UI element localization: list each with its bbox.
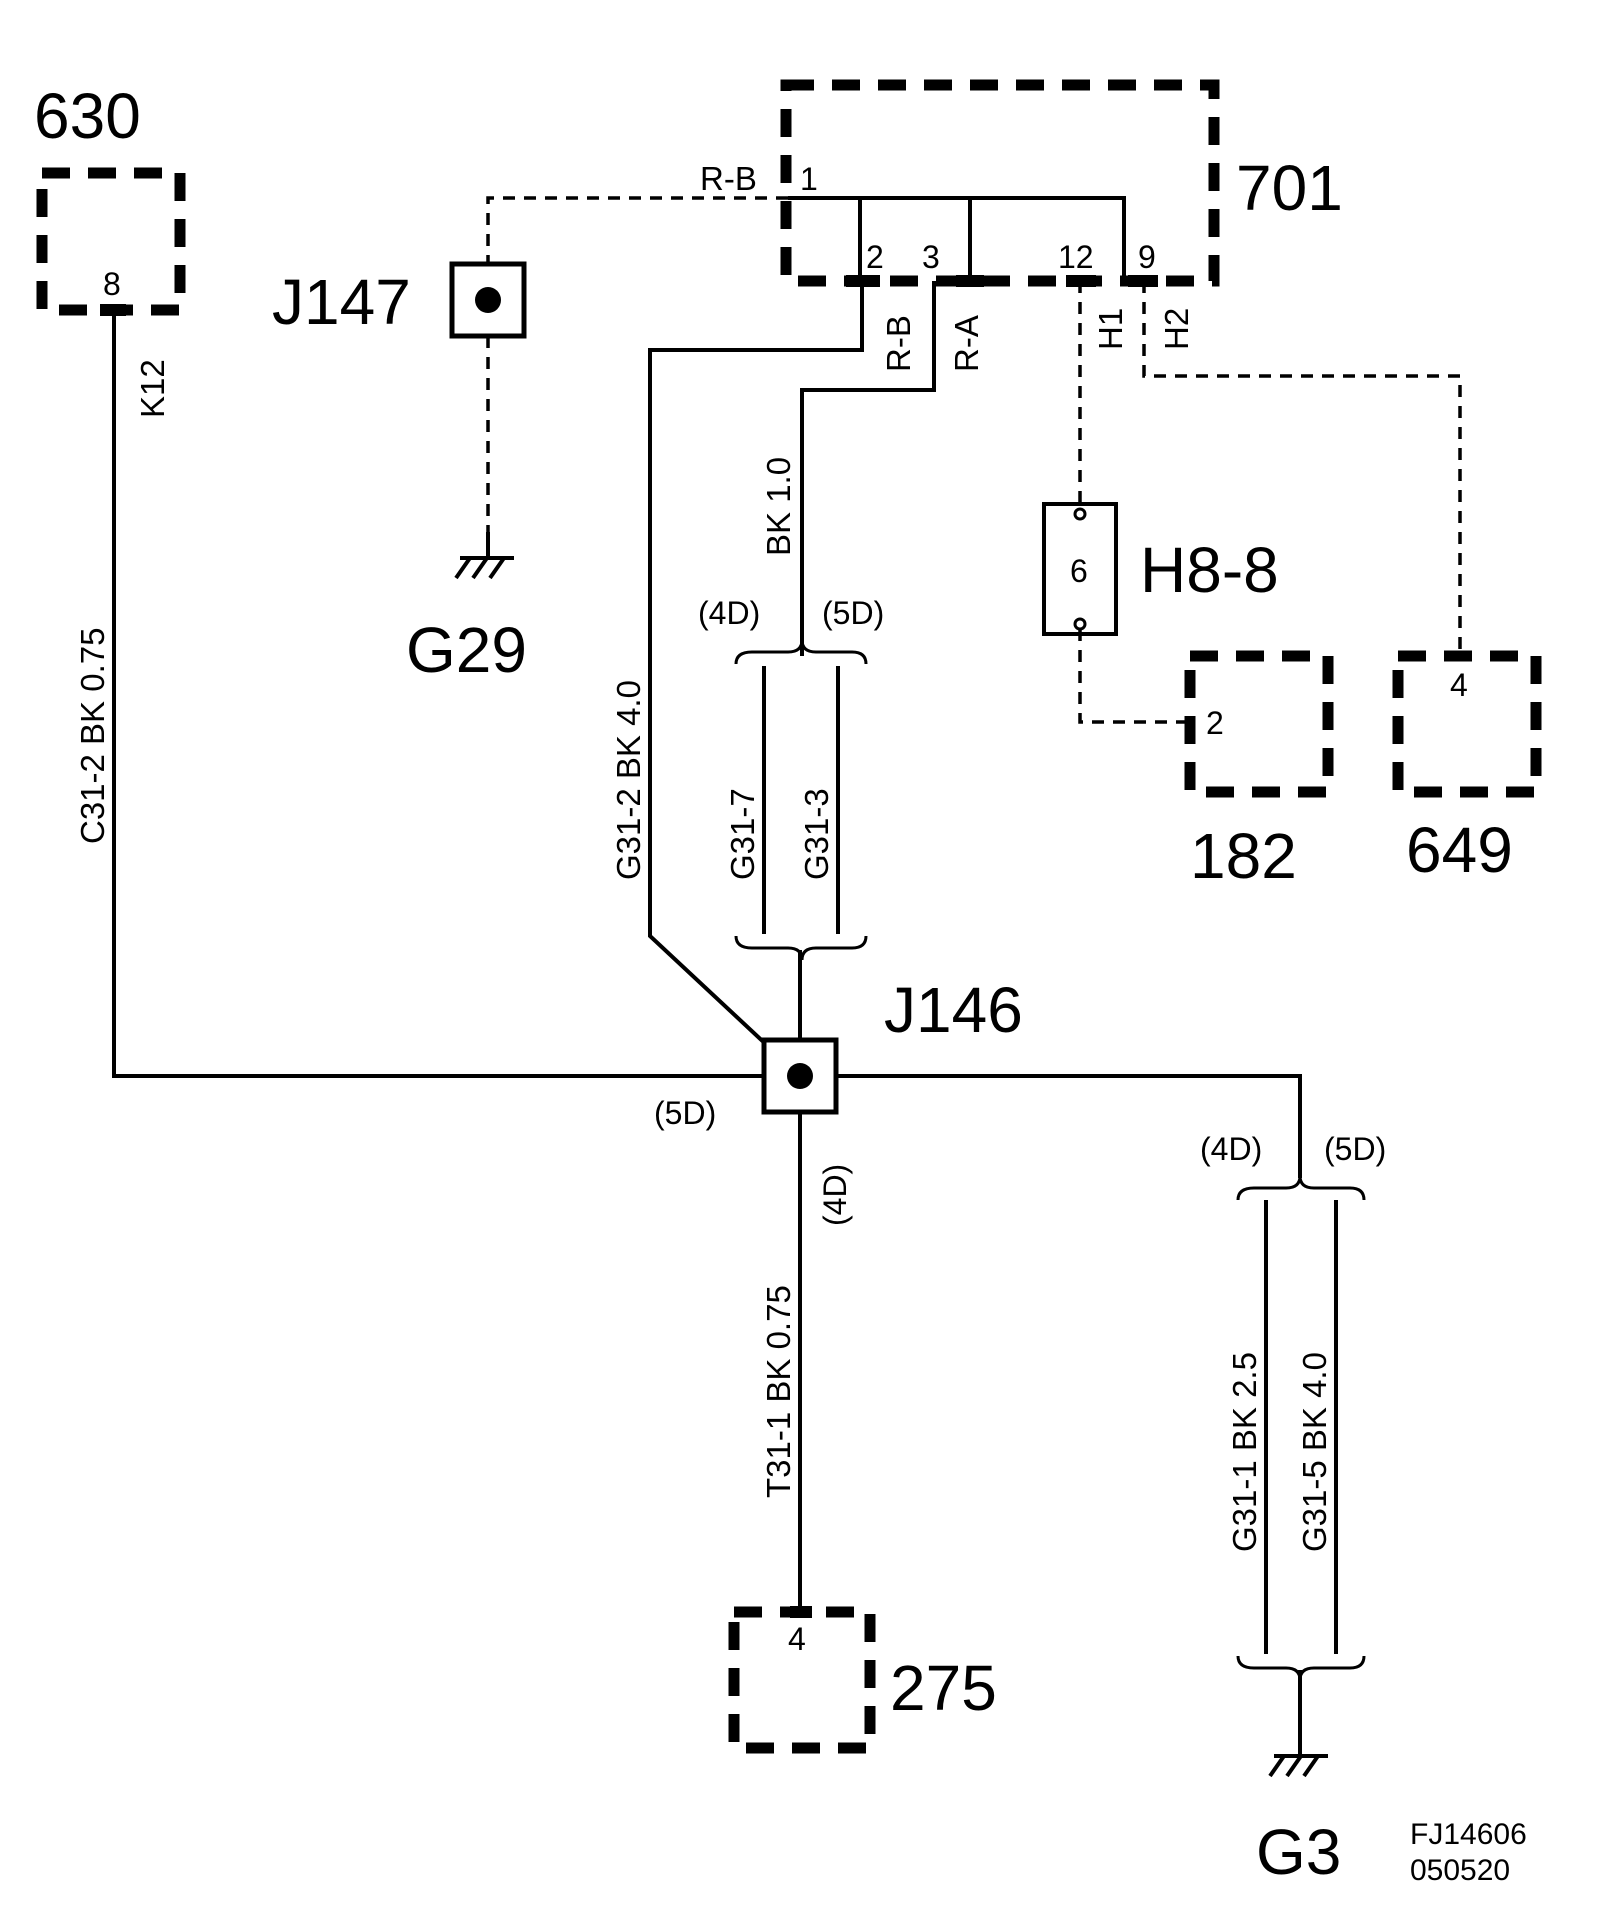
splice-j147-label: J147 [272,266,411,338]
variant-j146-5d: (5D) [654,1095,716,1131]
variant-lower-4d: (4D) [1200,1131,1262,1167]
upper-brace-top [734,639,868,665]
component-701-pin-3: 3 [922,239,940,275]
wire-label-c31-2: C31-2 BK 0.75 [74,628,111,844]
wire-label-r-b-top: R-B [700,160,757,197]
wire-label-k12: K12 [134,359,171,418]
component-701-label: 701 [1236,152,1343,224]
ground-g29-label: G29 [406,614,527,686]
component-701-pin-2: 2 [866,239,884,275]
splice-j146: J146 [761,974,1023,1115]
component-701: 701 1 2 3 12 9 [780,79,1343,287]
lower-brace-top [1236,1175,1366,1201]
wire-label-g31-1: G31-1 BK 2.5 [1226,1352,1263,1552]
upper-brace-bottom [734,935,868,961]
wire-label-h1: H1 [1092,308,1129,350]
wire-label-g31-3: G31-3 [798,788,835,880]
variant-notes: (4D) (5D) (5D) (4D) (4D) (5D) [654,595,1386,1226]
figure-code-line1: FJ14606 [1410,1818,1527,1851]
wire-labels: K12 C31-2 BK 0.75 R-B R-B R-A H1 H2 BK 1… [74,160,1333,1552]
wires [112,196,1462,1756]
splice-j147: J147 [272,261,527,339]
component-275: 4 275 [728,1606,997,1754]
wire-label-g31-5: G31-5 BK 4.0 [1296,1352,1333,1552]
figure-code-line2: 050520 [1410,1854,1510,1887]
wire-label-r-b-pin2: R-B [880,315,917,372]
component-649-pin: 4 [1450,667,1468,703]
wire-label-g31-2: G31-2 BK 4.0 [610,680,647,880]
wire-label-t31-1: T31-1 BK 0.75 [760,1285,797,1498]
variant-upper-4d: (4D) [698,595,760,631]
component-275-label: 275 [890,1652,997,1724]
variant-upper-5d: (5D) [822,595,884,631]
figure-code: FJ14606 050520 [1410,1818,1527,1887]
component-630-pin: 8 [103,266,121,302]
splice-j146-label: J146 [884,974,1023,1046]
connector-h8-8-label: H8-8 [1140,534,1279,606]
component-701-pin-1: 1 [800,161,818,197]
component-182: 2 182 [1184,650,1334,892]
wire-label-bk-1-0: BK 1.0 [760,457,797,556]
ground-g3-label: G3 [1256,1816,1341,1888]
component-649-label: 649 [1406,814,1513,886]
wire-label-g31-7: G31-7 [724,788,761,880]
ground-g3: G3 [1256,1754,1341,1888]
wire-label-h2: H2 [1158,308,1195,350]
component-275-pin: 4 [788,1621,806,1657]
variant-j146-4d: (4D) [817,1164,853,1226]
component-701-pin-9: 9 [1138,239,1156,275]
component-649: 4 649 [1392,650,1542,886]
variant-lower-5d: (5D) [1324,1131,1386,1167]
component-701-pin-12: 12 [1058,239,1094,275]
component-630: 630 8 [34,80,186,316]
lower-brace-bottom [1236,1655,1366,1681]
braces [734,639,1366,1681]
ground-g29: G29 [406,556,527,686]
component-630-label: 630 [34,80,141,152]
connector-h8-8: 6 H8-8 [1042,502,1279,636]
component-182-pin: 2 [1206,705,1224,741]
component-182-label: 182 [1190,820,1297,892]
connector-h8-8-pin: 6 [1070,553,1088,589]
wire-label-r-a-pin3: R-A [948,315,985,372]
